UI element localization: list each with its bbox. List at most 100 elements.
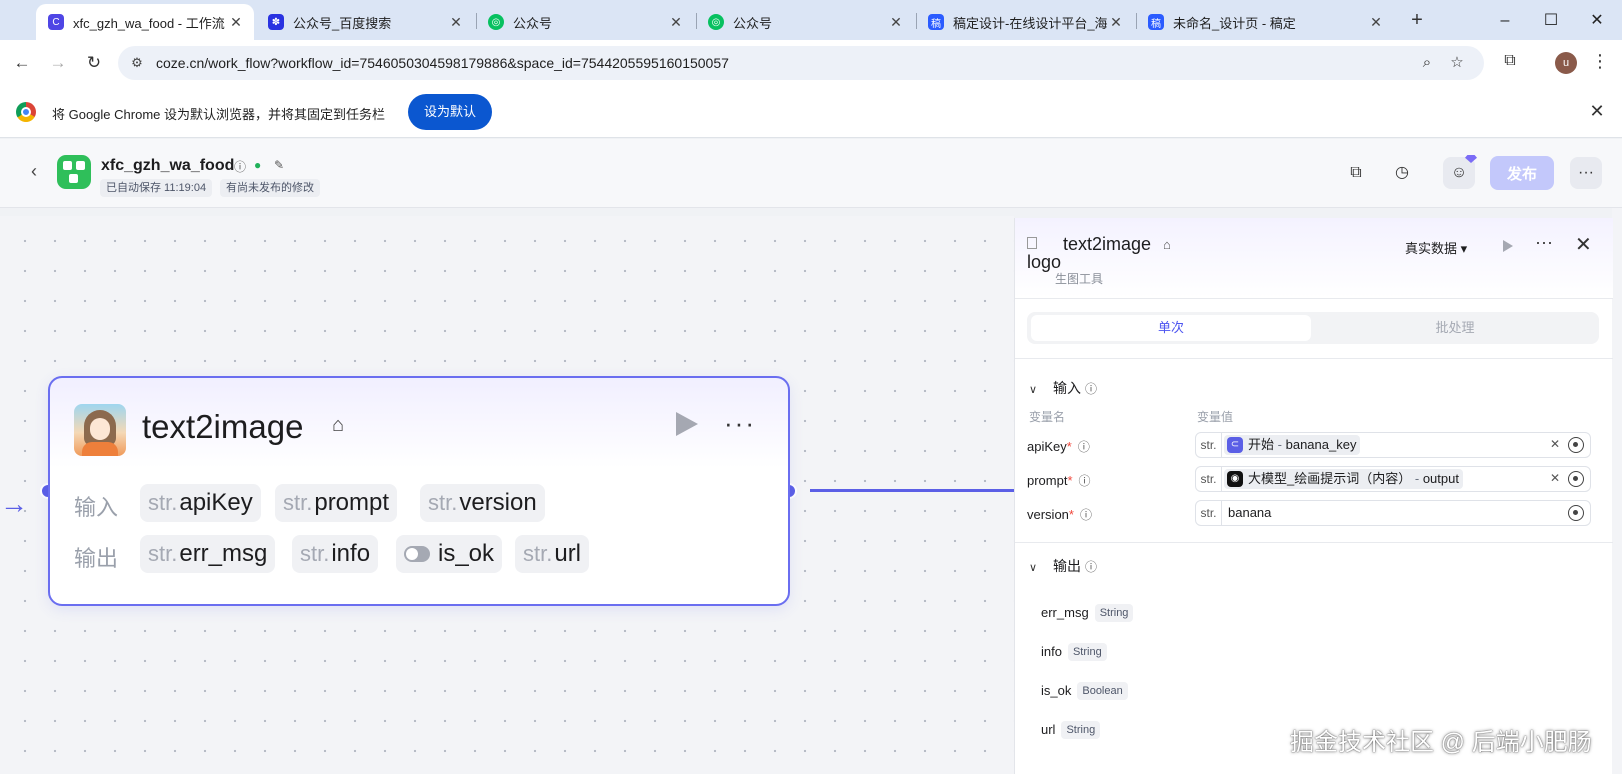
panel-logo-broken: logo (1027, 232, 1061, 272)
param-apikey-value[interactable]: str. ⊂ 开始 - banana_key ✕ (1195, 432, 1591, 458)
tab-batch-run[interactable]: 批处理 (1435, 320, 1475, 335)
divider (1015, 542, 1613, 543)
variable-picker-icon[interactable] (1568, 437, 1584, 453)
baidu-paw-icon: ✽ (268, 14, 284, 30)
close-icon[interactable]: ✕ (450, 13, 462, 30)
tab-wechat-mp-1[interactable]: ◎ 公众号 ✕ (476, 4, 694, 40)
info-icon: ⓘ (1078, 474, 1091, 488)
panel-title: text2image (1063, 234, 1152, 254)
run-node-play-icon[interactable] (676, 412, 698, 436)
zoom-icon[interactable]: ⌕ (1422, 54, 1432, 71)
panel-close-icon[interactable]: ✕ (1575, 234, 1592, 256)
copy-icon[interactable]: ⧉ (1350, 164, 1362, 181)
window-close-icon[interactable]: ✕ (1590, 12, 1604, 29)
tab-title: 未命名_设计页 - 稿定 (1173, 15, 1296, 31)
param-version-label: version*ⓘ (1027, 507, 1092, 522)
history-clock-icon[interactable]: ◷ (1395, 164, 1409, 181)
back-chevron-icon[interactable]: ‹ (31, 161, 37, 181)
publish-button[interactable]: 发布 (1490, 156, 1554, 190)
boolean-toggle-icon (404, 546, 430, 562)
variable-picker-icon[interactable] (1568, 505, 1584, 521)
close-icon[interactable]: ✕ (1110, 13, 1122, 30)
param-prompt-value[interactable]: str. ◉ 大模型_绘画提示词（内容） - output ✕ (1195, 466, 1591, 492)
forward-arrow-icon[interactable]: → (49, 53, 67, 72)
reference-chip: ◉ 大模型_绘画提示词（内容） - output (1224, 469, 1463, 489)
workflow-logo-icon (57, 155, 91, 189)
clear-icon[interactable]: ✕ (1550, 437, 1561, 451)
panel-subtitle: 生图工具 (1055, 272, 1104, 286)
node-more-icon[interactable]: ··· (724, 408, 756, 438)
data-mode-select[interactable]: 真实数据 ▾ (1405, 241, 1468, 256)
premium-gem-icon (1465, 155, 1477, 163)
close-icon[interactable]: ✕ (670, 13, 682, 30)
tab-separator (1136, 13, 1137, 29)
caret-down-icon: ▾ (1460, 241, 1468, 256)
info-icon: ⓘ (1077, 440, 1090, 454)
node-output-chip: str.url (515, 535, 590, 573)
set-default-button[interactable]: 设为默认 (408, 94, 492, 130)
info-icon[interactable]: ⓘ (234, 160, 247, 174)
tab-title: 公众号_百度搜索 (293, 15, 392, 31)
clear-icon[interactable]: ✕ (1550, 471, 1561, 485)
browser-toolbar: ← → ↻ ⚙ coze.cn/work_flow?workflow_id=75… (0, 40, 1622, 86)
site-settings-icon[interactable]: ⚙ (131, 55, 143, 70)
default-browser-infobar: 将 Google Chrome 设为默认浏览器，并将其固定到任务栏 设为默认 ✕ (0, 86, 1622, 138)
node-output-label: 输出 (74, 546, 119, 571)
divider (1015, 358, 1613, 359)
node-output-chip: str.err_msg (140, 535, 276, 573)
edit-icon[interactable]: ✎ (274, 158, 285, 172)
close-icon[interactable]: ✕ (1370, 13, 1382, 30)
tab-single-run[interactable]: 单次 (1031, 315, 1311, 341)
panel-more-icon[interactable]: ··· (1535, 232, 1553, 252)
param-version-value[interactable]: str. banana (1195, 500, 1591, 526)
column-variable-value: 变量值 (1197, 410, 1234, 424)
tab-separator (476, 13, 477, 29)
url-text[interactable]: coze.cn/work_flow?workflow_id=7546050304… (156, 55, 729, 71)
param-apikey-label: apiKey*ⓘ (1027, 439, 1090, 454)
outgoing-edge (810, 489, 1014, 492)
more-icon[interactable]: ··· (1570, 157, 1602, 189)
info-icon: ⓘ (1085, 382, 1098, 396)
close-icon[interactable]: ✕ (890, 13, 902, 30)
plugin-store-icon: ⌂ (332, 414, 345, 436)
node-input-chip: str.apiKey (140, 484, 261, 522)
tab-title: xfc_gzh_wa_food - 工作流 - (73, 15, 228, 31)
coze-icon: C (48, 14, 64, 30)
back-arrow-icon[interactable]: ← (13, 53, 31, 72)
infobar-close-icon[interactable]: ✕ (1589, 101, 1605, 121)
browser-menu-icon[interactable]: ⋮ (1591, 51, 1609, 71)
tab-coze-workflow[interactable]: C xfc_gzh_wa_food - 工作流 - ✕ (36, 4, 254, 40)
variable-picker-icon[interactable] (1568, 471, 1584, 487)
tab-baidu-search[interactable]: ✽ 公众号_百度搜索 ✕ (256, 4, 474, 40)
wechat-mp-icon: ◎ (488, 14, 504, 30)
profile-avatar[interactable]: u (1555, 52, 1577, 74)
node-config-panel: logo text2image ⌂ 生图工具 真实数据 ▾ ··· ✕ 单次 批… (1014, 218, 1613, 774)
collaborators-icon[interactable]: ☺ (1443, 157, 1475, 189)
tab-gaoding-design[interactable]: 稿 未命名_设计页 - 稿定 ✕ (1136, 4, 1394, 40)
version-input-text: banana (1228, 505, 1272, 520)
tab-separator (916, 13, 917, 29)
broken-image-icon (1027, 237, 1037, 249)
text2image-node[interactable]: text2image ⌂ ··· 输入 str.apiKey str.promp… (48, 376, 790, 606)
node-avatar (74, 404, 126, 456)
start-node-icon: ⊂ (1227, 437, 1243, 453)
node-input-chip: str.version (420, 484, 545, 522)
tab-gaoding-home[interactable]: 稿 稿定设计-在线设计平台_海报 ✕ (916, 4, 1134, 40)
close-icon[interactable]: ✕ (230, 13, 242, 30)
infobar-message: 将 Google Chrome 设为默认浏览器，并将其固定到任务栏 (52, 107, 385, 122)
bookmark-star-icon[interactable]: ☆ (1450, 54, 1464, 71)
minimize-icon[interactable]: – (1500, 12, 1510, 29)
node-input-chip: str.prompt (275, 484, 398, 522)
new-tab-plus-icon[interactable]: + (1411, 9, 1423, 31)
reload-icon[interactable]: ↻ (86, 53, 102, 72)
tab-wechat-mp-2[interactable]: ◎ 公众号 ✕ (696, 4, 914, 40)
address-bar[interactable]: ⚙ coze.cn/work_flow?workflow_id=75460503… (118, 46, 1484, 80)
maximize-icon[interactable]: ☐ (1543, 12, 1559, 29)
test-run-play-icon[interactable] (1503, 240, 1513, 252)
workflow-name: xfc_gzh_wa_food (101, 157, 235, 174)
extensions-puzzle-icon[interactable]: ⧉ (1504, 52, 1516, 69)
tab-title: 公众号 (733, 15, 773, 31)
